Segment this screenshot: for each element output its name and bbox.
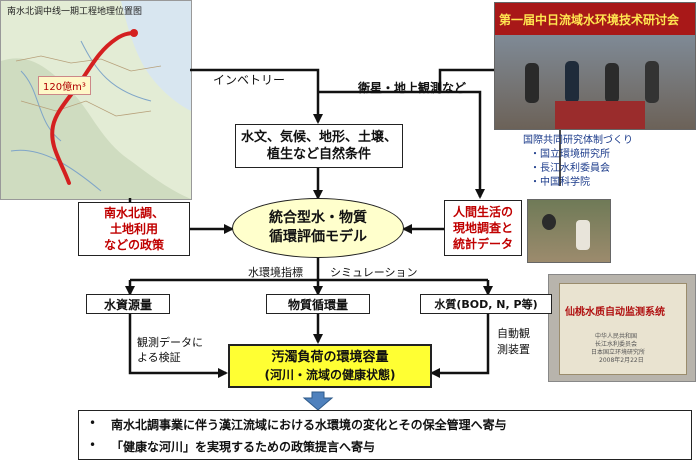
photo-banner-text: 第一届中日流域水环境技术研讨会 [499,13,680,27]
collab-item: ・長江水利委員会 [530,163,610,174]
plaque-line: 2008年2月22日 [599,357,644,364]
water-volume-label: 120億m³ [38,76,91,95]
inventory-arrow [190,68,320,92]
contribution-box: • 南水北調事業に伴う漢江流域における水環境の変化とその保全管理へ寄与 • 「健… [78,410,692,460]
water-env-index-label: 水環境指標 [248,266,303,279]
person-figure [605,63,619,103]
person-figure [645,61,659,103]
observation-note: よる検証 [137,351,181,364]
auto-obs-note: 自動観 [497,327,530,340]
person-figure [565,61,579,103]
auto-obs-note: 測装置 [497,343,530,356]
contribution-item: 南水北調事業に伴う漢江流域における水環境の変化とその保全管理へ寄与 [111,418,507,432]
inventory-label: インベトリー [213,73,286,87]
material-cycle-label: 物質循環量 [287,297,348,312]
material-cycle-box: 物質循環量 [266,294,370,314]
field-survey-line: 現地調査と [452,221,513,235]
symposium-photo: 第一届中日流域水环境技术研讨会 [494,2,696,130]
policy-line: などの政策 [103,238,164,252]
simulation-label: シミュレーション [330,266,418,279]
person-figure [542,214,556,230]
collab-item: ・国立環境研究所 [530,149,610,160]
policy-line: 南水北調、 [103,206,164,220]
field-survey-box: 人間生活の 現地調査と 統計データ [444,200,522,256]
photo-banner [495,3,695,35]
water-resources-label: 水資源量 [103,297,152,312]
field-survey-line: 人間生活の [452,205,513,219]
field-survey-line: 統計データ [452,237,513,251]
person-figure [525,63,539,103]
field-survey-photo [527,199,611,263]
policy-line: 土地利用 [109,222,158,236]
capacity-line: (河川・流域の健康状態) [264,367,396,382]
water-quality-box: 水質(BOD, N, P等) [420,294,552,314]
natural-conditions-line: 水文、気候、地形、土壌、 [240,130,397,145]
capacity-line: 汚濁負荷の環境容量 [271,349,389,365]
water-resources-box: 水資源量 [86,294,170,314]
integrated-model-ellipse: 統合型水・物質 循環評価モデル [232,198,404,258]
policy-box: 南水北調、 土地利用 などの政策 [78,202,190,256]
plaque-title: 仙桃水质自动监测系统 [565,307,665,318]
plaque-line: 长江水利委员会 [595,341,638,348]
blue-down-arrow [302,391,334,411]
project-map: 南水北调中线一期工程地理位置图 120億m³ [0,0,192,200]
model-line: 統合型水・物質 [269,210,367,226]
signing-table [555,101,645,129]
plaque-face [559,283,687,375]
water-resources-to-capacity-arrow [128,314,228,378]
plaque-line: 日本国立环境研究所 [591,349,646,356]
bullet-dot: • [89,438,97,452]
quality-to-capacity-arrow [430,314,490,378]
water-quality-label: 水質(BOD, N, P等) [434,298,538,311]
satellite-line [438,68,494,92]
observation-note: 観測データに [137,336,203,349]
monitoring-plaque: 仙桃水质自动监测系统 中华人民共和国 长江水利委员会 日本国立环境研究所 200… [548,274,696,382]
model-line: 循環評価モデル [269,229,367,245]
person-figure [576,220,590,250]
natural-conditions-line: 植生など自然条件 [266,147,371,162]
collab-item: ・中国科学院 [530,177,590,188]
environmental-capacity-box: 汚濁負荷の環境容量 (河川・流域の健康状態) [228,344,432,388]
plaque-line: 中华人民共和国 [595,333,638,340]
natural-conditions-box: 水文、気候、地形、土壌、 植生など自然条件 [235,124,403,168]
bullet-dot: • [89,416,97,430]
contribution-item: 「健康な河川」を実現するための政策提言へ寄与 [111,440,376,454]
map-title: 南水北调中线一期工程地理位置图 [7,7,143,17]
satellite-label: 衛星・地上観測など [358,81,467,95]
collab-heading: 国際共同研究体制づくり [523,135,633,146]
